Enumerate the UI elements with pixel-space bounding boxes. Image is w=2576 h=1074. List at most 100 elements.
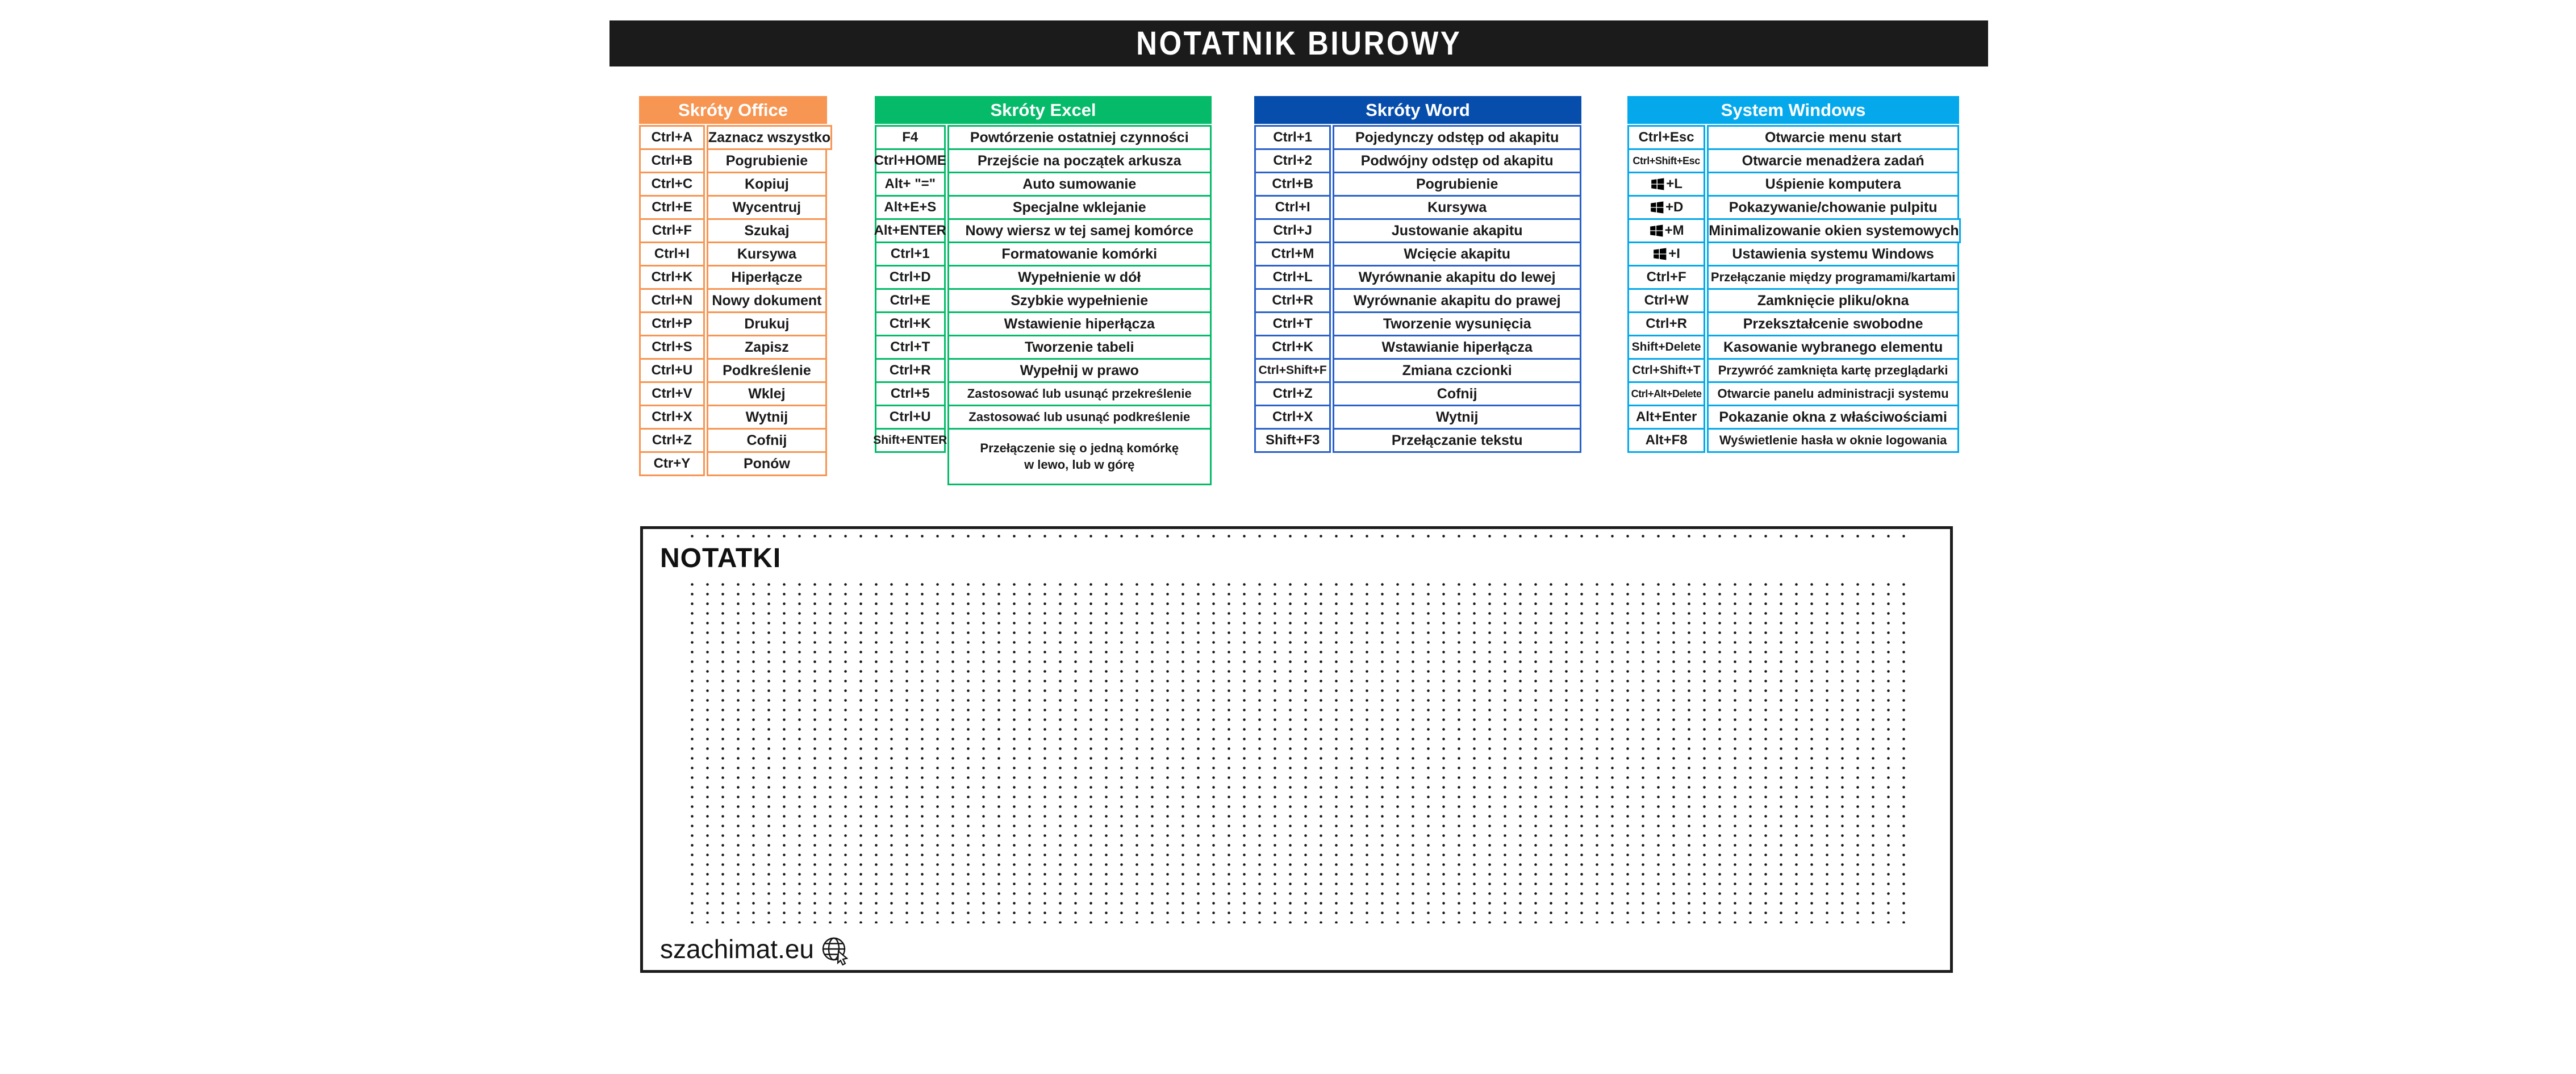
shortcut-description-cell: Justowanie akapitu (1333, 218, 1581, 243)
shortcut-description-cell: Wyświetlenie hasła w oknie logowania (1707, 428, 1959, 453)
shortcut-key-cell: Ctrl+F (639, 218, 705, 243)
shortcut-key-cell: Ctrl+E (875, 288, 946, 313)
shortcut-key-label: Ctrl+Shift+Esc (1633, 155, 1700, 166)
shortcut-key-cell: F4 (875, 125, 946, 150)
website-label: szachimat.eu (660, 934, 850, 966)
shortcut-key-cell: Alt+E+S (875, 195, 946, 220)
shortcut-key-cell: Ctrl+M (1254, 242, 1331, 267)
shortcut-key-cell: Ctrl+K (639, 265, 705, 290)
shortcut-key-label: Ctrl+K (889, 316, 931, 331)
shortcut-description-cell: Wytnij (706, 405, 827, 430)
shortcut-key-cell: Ctrl+P (639, 311, 705, 336)
website-text: szachimat.eu (660, 934, 815, 964)
shortcut-key-label: Ctrl+T (1272, 316, 1313, 331)
shortcut-key-cell: Ctrl+L (1254, 265, 1331, 290)
shortcut-key-label: Alt+ "=" (884, 176, 936, 192)
shortcut-description-cell: Zaznacz wszystko (706, 125, 833, 150)
shortcut-key-label: Ctrl+B (1272, 176, 1314, 192)
shortcut-description-cell: Powtórzenie ostatniej czynności (947, 125, 1212, 150)
shortcut-description-cell: Kursywa (706, 242, 827, 267)
shortcut-key-cell: Ctrl+X (639, 405, 705, 430)
shortcut-description-cell: Zastosować lub usunąć podkreślenie (947, 405, 1212, 430)
table-header-office: Skróty Office (639, 96, 827, 124)
shortcut-description-cell: Przejście na początek arkusza (947, 148, 1212, 173)
shortcut-row: Ctrl+T Tworzenie wysunięcia (1254, 311, 1581, 336)
shortcut-description-cell: Otwarcie menadżera zadań (1707, 148, 1959, 173)
shortcut-key-label: Ctrl+Shift+T (1632, 364, 1701, 377)
shortcut-key-cell: Ctrl+Alt+Delete (1627, 381, 1706, 406)
shortcut-description-cell: Ustawienia systemu Windows (1707, 242, 1959, 267)
shortcut-key-cell: Shift+Delete (1627, 335, 1706, 360)
shortcut-key-label: Ctrl+2 (1273, 153, 1313, 168)
shortcut-key-cell: Ctrl+Shift+F (1254, 358, 1331, 383)
shortcut-key-label: Shift+ENTER (873, 434, 947, 447)
shortcut-key-label: Ctrl+Z (652, 432, 692, 448)
shortcut-key-cell: +I (1627, 242, 1706, 267)
shortcut-description-cell: Przełączenie się o jedną komórkę w lewo,… (947, 428, 1212, 485)
shortcut-description-cell: Wypełnienie w dół (947, 265, 1212, 290)
shortcut-key-label: Ctrl+F (1646, 269, 1686, 285)
shortcut-key-cell: Ctrl+S (639, 335, 705, 360)
shortcut-key-label: +D (1665, 199, 1684, 215)
shortcut-key-label: Ctrl+I (1275, 199, 1310, 215)
shortcut-description-cell: Wypełnij w prawo (947, 358, 1212, 383)
shortcut-key-label: Ctrl+X (1272, 409, 1313, 424)
shortcut-key-cell: Ctrl+T (1254, 311, 1331, 336)
shortcut-key-cell: Ctrl+I (1254, 195, 1331, 220)
shortcut-key-label: Ctrl+5 (890, 386, 930, 401)
shortcut-description-cell: Drukuj (706, 311, 827, 336)
shortcut-description-cell: Wcięcie akapitu (1333, 242, 1581, 267)
shortcut-description-cell: Zastosować lub usunąć przekreślenie (947, 381, 1212, 406)
shortcut-key-cell: Ctrl+R (1254, 288, 1331, 313)
shortcut-key-cell: Ctrl+R (875, 358, 946, 383)
shortcut-description-cell: Wyrównanie akapitu do lewej (1333, 265, 1581, 290)
page-title-bar: NOTATNIK BIUROWY (609, 20, 1988, 66)
shortcut-description-cell: Tworzenie wysunięcia (1333, 311, 1581, 336)
shortcut-description-cell: Podwójny odstęp od akapitu (1333, 148, 1581, 173)
table-header-word: Skróty Word (1254, 96, 1581, 124)
shortcut-description-cell: Cofnij (1333, 381, 1581, 406)
shortcut-description-cell: Pokazanie okna z właściwościami (1707, 405, 1959, 430)
shortcut-description-cell: Pokazywanie/chowanie pulpitu (1707, 195, 1959, 220)
shortcut-row: Alt+ "="Auto sumowanie (875, 172, 1212, 197)
shortcut-key-cell: Ctrl+Esc (1627, 125, 1706, 150)
shortcut-key-cell: Alt+ "=" (875, 172, 946, 197)
table-title: System Windows (1721, 99, 1866, 120)
shortcut-key-cell: Alt+Enter (1627, 405, 1706, 430)
shortcut-key-cell: Ctrl+5 (875, 381, 946, 406)
shortcut-key-cell: Ctrl+B (1254, 172, 1331, 197)
shortcut-description-cell: Pogrubienie (706, 148, 827, 173)
page-title: NOTATNIK BIUROWY (1135, 25, 1462, 62)
shortcut-key-cell: Ctrl+X (1254, 405, 1331, 430)
shortcut-key-label: Ctrl+I (654, 246, 690, 261)
shortcut-description-cell: Nowy wiersz w tej samej komórce (947, 218, 1212, 243)
shortcut-key-cell: Ctrl+1 (1254, 125, 1331, 150)
shortcut-key-cell: Ctrl+B (639, 148, 705, 173)
shortcut-description-cell: Hiperłącze (706, 265, 827, 290)
shortcut-key-cell: Ctrl+HOME (874, 148, 946, 173)
shortcut-description-cell: Uśpienie komputera (1707, 172, 1959, 197)
shortcut-key-label: Ctrl+HOME (874, 153, 946, 168)
shortcut-key-cell: +L (1627, 172, 1706, 197)
table-title: Skróty Word (1366, 99, 1470, 120)
shortcut-key-cell: Ctrl+A (639, 125, 705, 150)
